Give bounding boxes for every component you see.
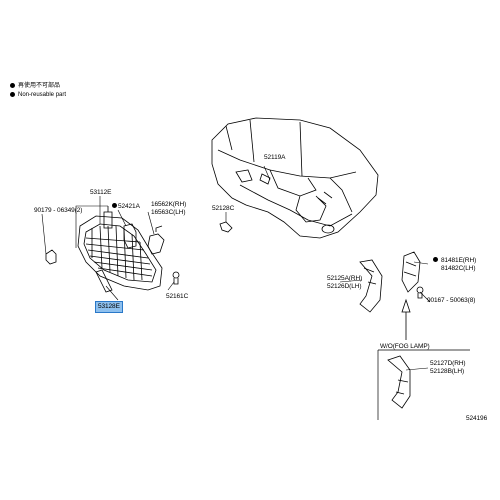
filled-dot-icon bbox=[10, 92, 15, 97]
leader-lines bbox=[42, 166, 430, 370]
part-label-52161C[interactable]: 52161C bbox=[166, 293, 189, 300]
grille-drawing bbox=[78, 206, 162, 290]
part-label-16563C[interactable]: 16563C(LH) bbox=[151, 209, 186, 216]
part-label-81481E[interactable]: 81481E(RH) bbox=[441, 257, 477, 264]
part-label-52126D[interactable]: 52126D(LH) bbox=[327, 283, 362, 290]
bumper-cover-drawing bbox=[212, 118, 378, 238]
part-label-53128E[interactable]: 53128E bbox=[95, 301, 123, 313]
legend-item: Non-reusable part bbox=[10, 92, 66, 99]
legend-text: Non-reusable part bbox=[18, 92, 67, 99]
reference-arrow bbox=[402, 300, 410, 340]
filled-dot-icon bbox=[112, 203, 117, 208]
small-parts-drawing bbox=[46, 222, 423, 408]
part-label-52128C[interactable]: 52128C bbox=[212, 205, 235, 212]
part-label-90179[interactable]: 90179 - 06349(2) bbox=[34, 207, 83, 214]
filled-dot-icon bbox=[433, 257, 438, 262]
part-label-53112E[interactable]: 53112E bbox=[90, 189, 112, 196]
part-label-52128B[interactable]: 52128B(LH) bbox=[430, 368, 465, 375]
variant-box bbox=[378, 350, 470, 420]
part-label-52421A[interactable]: 52421A bbox=[118, 203, 140, 210]
filled-dot-icon bbox=[10, 83, 15, 88]
part-label-16562K[interactable]: 16562K(RH) bbox=[151, 201, 187, 208]
part-label-52119A[interactable]: 52119A bbox=[264, 154, 286, 161]
non-reusable-marker bbox=[112, 203, 120, 210]
legend-item: 再使用不可部品 bbox=[10, 83, 60, 90]
legend-text: 再使用不可部品 bbox=[18, 83, 61, 90]
illustration-code: 524196 bbox=[466, 415, 488, 422]
variant-label-wo-fog: W/O(FOG LAMP) bbox=[380, 343, 430, 350]
part-label-90167[interactable]: 90167 - 50063(8) bbox=[427, 297, 476, 304]
part-label-52127D[interactable]: 52127D(RH) bbox=[430, 360, 466, 367]
part-label-52125A[interactable]: 52125A(RH) bbox=[327, 275, 363, 282]
part-label-81482C[interactable]: 81482C(LH) bbox=[441, 265, 476, 272]
non-reusable-marker bbox=[433, 257, 441, 264]
